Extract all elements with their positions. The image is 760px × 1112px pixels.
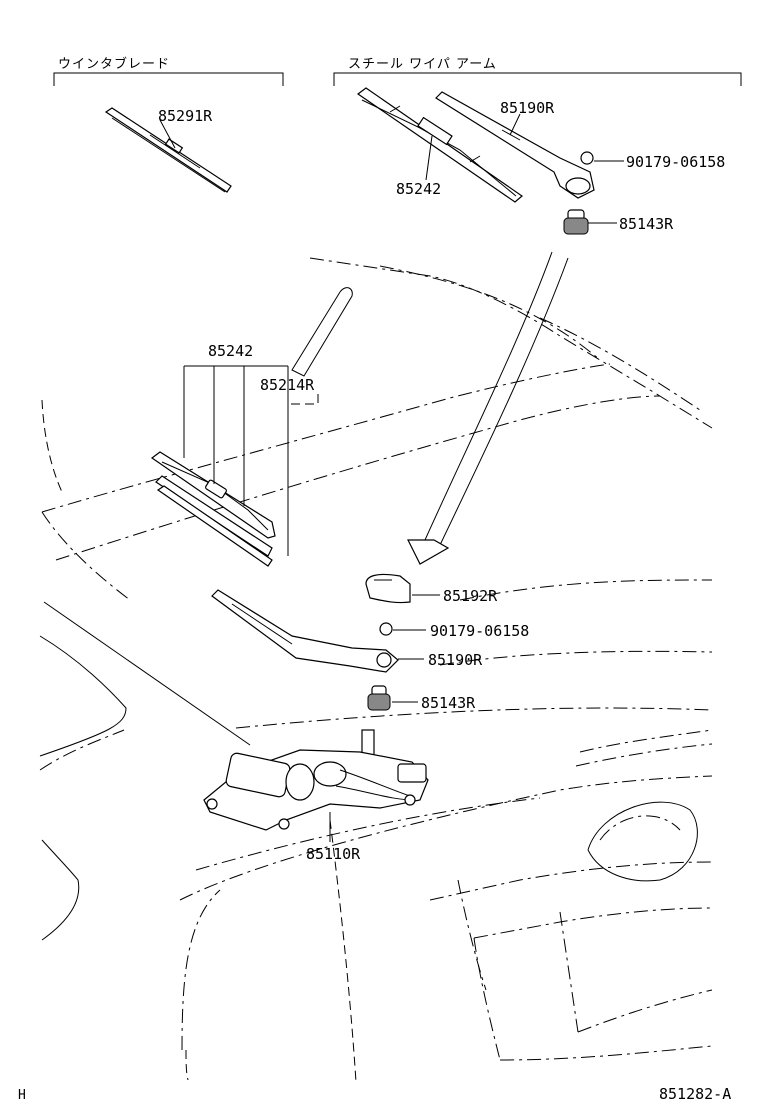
header-winter-blade: ウインタブレード [58, 56, 170, 72]
label-85192R: 85192R [443, 587, 498, 605]
steel-blade-85242-top [356, 87, 523, 203]
label-85143R-top: 85143R [619, 215, 674, 233]
leader-85214R [290, 394, 319, 405]
cover-85192R [365, 573, 411, 604]
assembly-arrow [424, 251, 553, 541]
bracket-wiper-arm [333, 72, 742, 86]
label-85190R-top: 85190R [500, 99, 555, 117]
label-85242-mid: 85242 [208, 342, 253, 360]
wiper-motor-85110R [203, 729, 429, 831]
bracket-winter-blade [53, 72, 284, 86]
rubber-85214R [291, 287, 353, 377]
nut-90179-mid [379, 622, 393, 636]
label-85143R-mid: 85143R [421, 694, 476, 712]
label-90179-top: 90179-06158 [626, 153, 725, 171]
leader-85291R [159, 119, 176, 149]
label-85214R: 85214R [260, 376, 315, 394]
wiper-blade-85242-mid [150, 451, 276, 567]
label-85190R-mid: 85190R [428, 651, 483, 669]
header-steel-wiper-arm: スチール ワイパ アーム [348, 57, 497, 72]
wiper-arm-85190R-mid [211, 589, 399, 673]
leader-85242-top [425, 135, 433, 181]
label-85242-top: 85242 [396, 180, 441, 198]
label-85291R: 85291R [158, 107, 213, 125]
wiper-arm-85190R-top [435, 91, 595, 199]
footer-left-mark: H [18, 1088, 26, 1103]
cap-85143R-top [563, 209, 589, 235]
diagram-code: 851282-A [659, 1085, 731, 1103]
leader-85190R-top [509, 113, 521, 136]
label-85110R: 85110R [306, 845, 361, 863]
label-90179-mid: 90179-06158 [430, 622, 529, 640]
cap-85143R-mid [367, 685, 391, 711]
rear-glass-outline [39, 257, 713, 1083]
nut-90179-top [580, 151, 594, 165]
